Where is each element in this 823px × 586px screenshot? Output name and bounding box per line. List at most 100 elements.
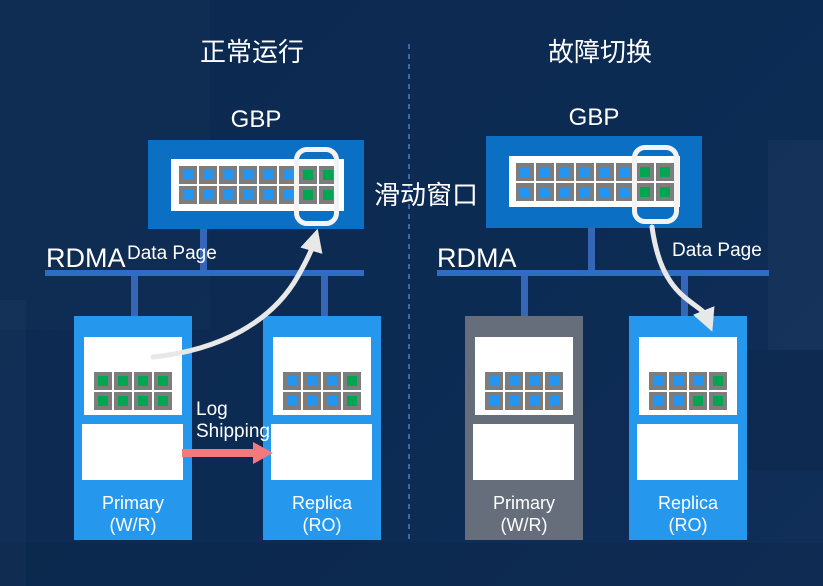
buffer-page-blue bbox=[238, 166, 257, 184]
left-sliding-window-outline bbox=[294, 147, 339, 226]
left-primary-storage-box bbox=[82, 424, 183, 480]
buffer-page-blue bbox=[283, 392, 301, 410]
buffer-page-blue bbox=[303, 392, 321, 410]
buffer-page-blue bbox=[575, 162, 594, 181]
log-shipping-line1: Log bbox=[196, 399, 228, 420]
buffer-page-blue bbox=[535, 162, 554, 181]
buffer-page-green bbox=[709, 372, 727, 390]
node-name: Primary bbox=[493, 493, 555, 513]
left-data-page-label: Data Page bbox=[127, 243, 217, 264]
buffer-page-blue bbox=[238, 186, 257, 204]
buffer-page-blue bbox=[669, 392, 687, 410]
buffer-page-blue bbox=[283, 372, 301, 390]
buffer-page-blue bbox=[178, 186, 197, 204]
right-replica-label: Replica (RO) bbox=[629, 492, 747, 536]
buffer-page-blue bbox=[595, 182, 614, 201]
buffer-page-blue bbox=[669, 372, 687, 390]
buffer-page-green bbox=[154, 372, 172, 390]
background-pattern-block bbox=[745, 350, 823, 470]
left-replica-storage-box bbox=[271, 424, 372, 480]
buffer-page-green bbox=[655, 182, 674, 201]
log-shipping-label: Log Shipping bbox=[196, 399, 270, 443]
right-panel-title: 故障切换 bbox=[547, 37, 652, 67]
buffer-page-blue bbox=[555, 182, 574, 201]
buffer-page-blue bbox=[689, 372, 707, 390]
node-name: Replica bbox=[657, 493, 719, 513]
buffer-page-blue bbox=[303, 372, 321, 390]
buffer-page-blue bbox=[615, 182, 634, 201]
buffer-page-green bbox=[343, 372, 361, 390]
left-replica-node: Replica (RO) bbox=[263, 316, 381, 540]
node-mode: (W/R) bbox=[500, 515, 548, 535]
left-primary-page-grid bbox=[94, 372, 172, 410]
right-sliding-window-outline bbox=[632, 145, 679, 224]
buffer-page-blue bbox=[649, 392, 667, 410]
buffer-page-blue bbox=[323, 392, 341, 410]
node-mode: (RO) bbox=[302, 515, 342, 535]
left-primary-connector-line bbox=[131, 276, 138, 316]
right-replica-node: Replica (RO) bbox=[629, 316, 747, 540]
right-gbp-label: GBP bbox=[568, 104, 620, 131]
right-primary-page-grid bbox=[485, 372, 563, 410]
left-replica-page-grid bbox=[283, 372, 361, 410]
buffer-page-green bbox=[343, 392, 361, 410]
log-shipping-arrow bbox=[182, 449, 253, 457]
left-panel-title: 正常运行 bbox=[199, 37, 304, 67]
right-replica-storage-box bbox=[637, 424, 738, 480]
right-rdma-bus-line bbox=[437, 270, 769, 276]
buffer-page-green bbox=[635, 162, 654, 181]
right-replica-connector-line bbox=[681, 276, 688, 316]
node-name: Primary bbox=[102, 493, 164, 513]
right-gbp-buffer-grid bbox=[515, 162, 674, 201]
buffer-page-green bbox=[689, 392, 707, 410]
buffer-page-blue bbox=[485, 372, 503, 390]
left-replica-label: Replica (RO) bbox=[263, 492, 381, 536]
buffer-page-blue bbox=[615, 162, 634, 181]
left-replica-buffer-box bbox=[273, 337, 371, 415]
left-primary-label: Primary (W/R) bbox=[74, 492, 192, 536]
left-gbp-buffer-grid bbox=[178, 166, 337, 204]
buffer-page-blue bbox=[649, 372, 667, 390]
buffer-page-green bbox=[709, 392, 727, 410]
buffer-page-blue bbox=[198, 166, 217, 184]
buffer-page-blue bbox=[575, 182, 594, 201]
right-primary-connector-line bbox=[521, 276, 528, 316]
right-primary-buffer-box bbox=[475, 337, 573, 415]
panel-divider bbox=[408, 44, 410, 540]
right-rdma-label: RDMA bbox=[437, 243, 517, 273]
buffer-page-green bbox=[298, 186, 317, 204]
node-mode: (W/R) bbox=[109, 515, 157, 535]
buffer-page-blue bbox=[545, 392, 563, 410]
buffer-page-blue bbox=[505, 372, 523, 390]
buffer-page-blue bbox=[555, 162, 574, 181]
buffer-page-green bbox=[655, 162, 674, 181]
buffer-page-blue bbox=[535, 182, 554, 201]
buffer-page-blue bbox=[178, 166, 197, 184]
buffer-page-blue bbox=[323, 372, 341, 390]
buffer-page-blue bbox=[485, 392, 503, 410]
buffer-page-blue bbox=[525, 392, 543, 410]
log-shipping-arrowhead-icon bbox=[253, 442, 273, 464]
buffer-page-blue bbox=[198, 186, 217, 204]
left-replica-connector-line bbox=[321, 276, 328, 316]
right-data-page-label: Data Page bbox=[672, 240, 762, 261]
buffer-page-green bbox=[94, 392, 112, 410]
buffer-page-blue bbox=[545, 372, 563, 390]
buffer-page-blue bbox=[258, 186, 277, 204]
node-name: Replica bbox=[291, 493, 353, 513]
right-primary-label: Primary (W/R) bbox=[465, 492, 583, 536]
left-gbp-label: GBP bbox=[230, 106, 282, 133]
buffer-page-green bbox=[298, 166, 317, 184]
buffer-page-blue bbox=[218, 186, 237, 204]
left-primary-buffer-box bbox=[84, 337, 182, 415]
right-replica-buffer-box bbox=[639, 337, 737, 415]
node-mode: (RO) bbox=[668, 515, 708, 535]
right-primary-storage-box bbox=[473, 424, 574, 480]
background-pattern-block bbox=[0, 543, 823, 586]
right-gbp-stub-line bbox=[588, 228, 595, 270]
buffer-page-blue bbox=[258, 166, 277, 184]
left-rdma-label: RDMA bbox=[46, 243, 126, 273]
buffer-page-blue bbox=[595, 162, 614, 181]
buffer-page-green bbox=[154, 392, 172, 410]
